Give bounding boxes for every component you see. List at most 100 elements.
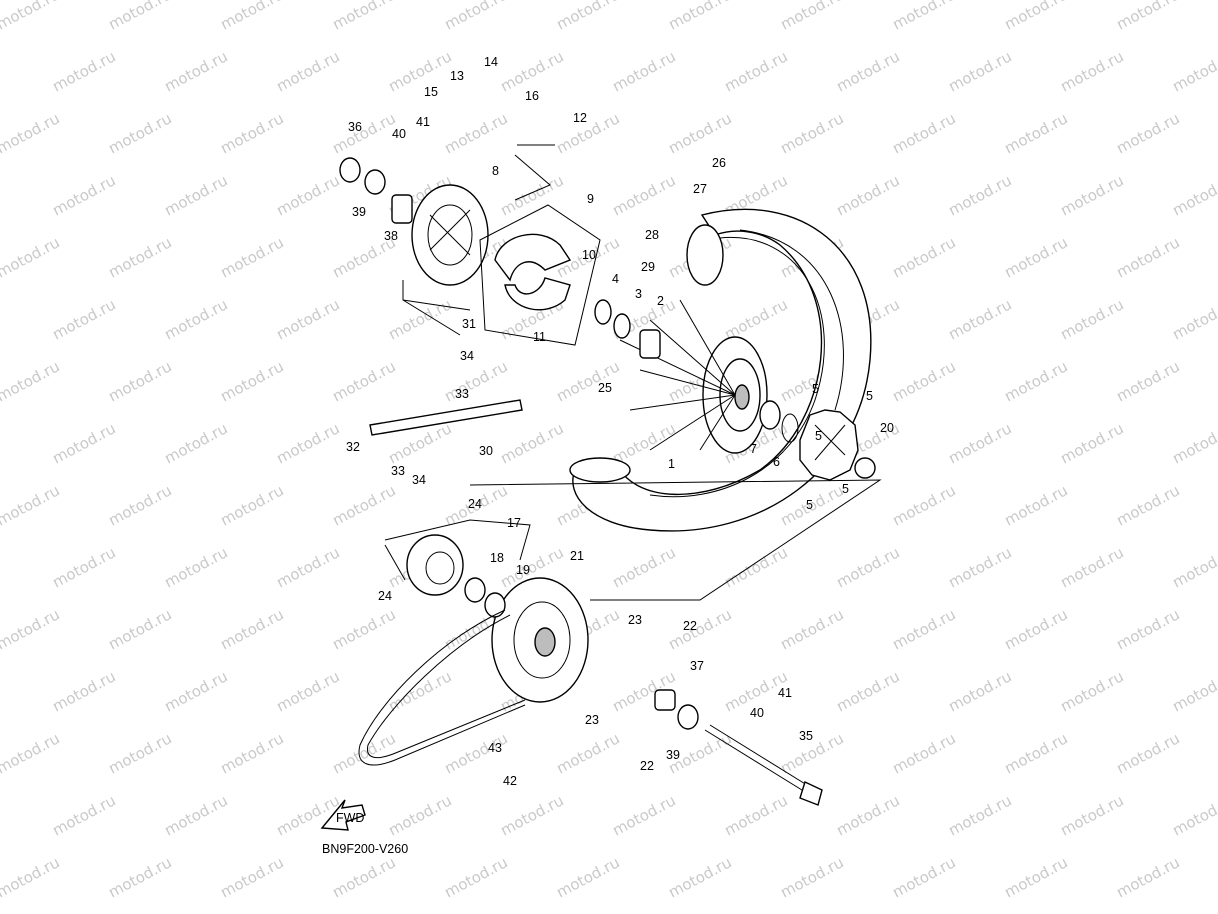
watermark-text: motod.ru (329, 605, 398, 653)
callout-33: 33 (391, 464, 405, 478)
watermark-text: motod.ru (833, 47, 902, 95)
sprocket (491, 577, 589, 703)
damper-rubber (799, 409, 859, 481)
watermark-text: motod.ru (1001, 481, 1070, 529)
callout-39: 39 (666, 748, 680, 762)
watermark-text: motod.ru (889, 0, 958, 34)
watermark-text: motod.ru (105, 853, 174, 901)
callout-15: 15 (424, 85, 438, 99)
callout-10: 10 (582, 248, 596, 262)
callout-7: 7 (750, 442, 757, 456)
callout-30: 30 (479, 444, 493, 458)
watermark-text: motod.ru (1001, 605, 1070, 653)
callout-39: 39 (352, 205, 366, 219)
watermark-text: motod.ru (217, 853, 286, 901)
wheel-axle (704, 724, 823, 806)
sprocket-hub (406, 534, 506, 618)
watermark-text: motod.ru (161, 543, 230, 591)
watermark-text: motod.ru (1001, 233, 1070, 281)
callout-4: 4 (612, 272, 619, 286)
watermark-text: motod.ru (721, 47, 790, 95)
watermark-text: motod.ru (945, 171, 1014, 219)
callout-22: 22 (640, 759, 654, 773)
watermark-text: motod.ru (217, 0, 286, 34)
watermark-text: motod.ru (665, 109, 734, 157)
watermark-text: motod.ru (609, 791, 678, 839)
callout-21: 21 (570, 549, 584, 563)
callout-43: 43 (488, 741, 502, 755)
tension-bar (369, 399, 523, 436)
watermark-text: motod.ru (0, 481, 63, 529)
watermark-text: motod.ru (609, 543, 678, 591)
watermark-text: motod.ru (833, 543, 902, 591)
watermark-text: motod.ru (217, 605, 286, 653)
callout-42: 42 (503, 774, 517, 788)
callout-14: 14 (484, 55, 498, 69)
brake-plate (411, 184, 489, 286)
watermark-text: motod.ru (777, 0, 846, 34)
watermark-text: motod.ru (1113, 481, 1182, 529)
watermark-text: motod.ru (273, 295, 342, 343)
watermark-text: motod.ru (385, 47, 454, 95)
watermark-text: motod.ru (273, 47, 342, 95)
callout-36: 36 (348, 120, 362, 134)
brake-shoes (494, 233, 572, 311)
callout-34: 34 (460, 349, 474, 363)
watermark-text: motod.ru (497, 171, 566, 219)
watermark-text: motod.ru (1169, 791, 1218, 839)
wheel-hub (619, 299, 799, 454)
watermark-text: motod.ru (497, 419, 566, 467)
watermark-text: motod.ru (329, 0, 398, 34)
watermark-text: motod.ru (49, 543, 118, 591)
callout-41: 41 (416, 115, 430, 129)
watermark-text: motod.ru (217, 481, 286, 529)
watermark-text: motod.ru (105, 729, 174, 777)
watermark-text: motod.ru (1113, 605, 1182, 653)
callout-3: 3 (635, 287, 642, 301)
watermark-text: motod.ru (553, 0, 622, 34)
watermark-text: motod.ru (1113, 357, 1182, 405)
watermark-text: motod.ru (161, 295, 230, 343)
callout-34: 34 (412, 473, 426, 487)
callout-31: 31 (462, 317, 476, 331)
watermark-text: motod.ru (273, 667, 342, 715)
watermark-text: motod.ru (0, 729, 63, 777)
diagram-code: BN9F200-V260 (322, 842, 409, 856)
watermark-text: motod.ru (441, 109, 510, 157)
callout-20: 20 (880, 421, 894, 435)
watermark-text: motod.ru (1057, 171, 1126, 219)
callout-29: 29 (641, 260, 655, 274)
watermark-text: motod.ru (889, 853, 958, 901)
watermark-text: motod.ru (441, 0, 510, 34)
watermark-text: motod.ru (0, 233, 63, 281)
watermark-text: motod.ru (0, 605, 63, 653)
watermark-text: motod.ru (105, 481, 174, 529)
watermark-text: motod.ru (1113, 729, 1182, 777)
watermark-text: motod.ru (385, 667, 454, 715)
callout-9: 9 (587, 192, 594, 206)
watermark-text: motod.ru (329, 357, 398, 405)
callout-12: 12 (573, 111, 587, 125)
watermark-text: motod.ru (665, 605, 734, 653)
watermark-text: motod.ru (889, 605, 958, 653)
watermark-text: motod.ru (105, 357, 174, 405)
watermark-text: motod.ru (945, 47, 1014, 95)
watermark-text: motod.ru (105, 109, 174, 157)
drive-chain (358, 609, 526, 766)
watermark-text: motod.ru (49, 47, 118, 95)
callout-1: 1 (668, 457, 675, 471)
watermark-text: motod.ru (49, 419, 118, 467)
watermark-text: motod.ru (777, 605, 846, 653)
watermark-text: motod.ru (217, 109, 286, 157)
callout-24: 24 (468, 497, 482, 511)
callout-5: 5 (842, 482, 849, 496)
bracket-guides (384, 144, 882, 601)
watermark-text: motod.ru (1169, 171, 1218, 219)
watermark-text: motod.ru (889, 109, 958, 157)
callout-40: 40 (392, 127, 406, 141)
watermark-text: motod.ru (329, 109, 398, 157)
watermark-text: motod.ru (441, 853, 510, 901)
callout-23: 23 (628, 613, 642, 627)
